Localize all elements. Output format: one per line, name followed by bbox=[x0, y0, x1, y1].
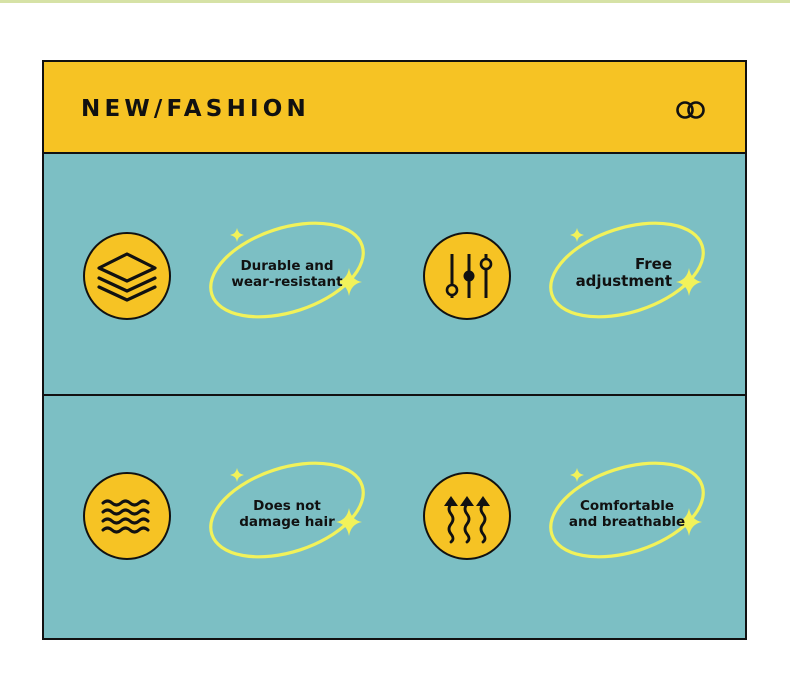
top-strip bbox=[0, 0, 790, 3]
header-title: NEW/FASHION bbox=[81, 96, 310, 122]
sliders-icon-badge bbox=[423, 232, 511, 320]
layers-icon-badge bbox=[83, 232, 171, 320]
glow-ellipse bbox=[549, 461, 705, 559]
sparkle-icon bbox=[570, 228, 584, 242]
label-decoration: Does not damage hair bbox=[202, 460, 372, 570]
rings-icon bbox=[676, 101, 705, 119]
waves-icon-badge bbox=[83, 472, 171, 560]
label-decoration: Durable and wear-resistant bbox=[202, 220, 372, 330]
sparkle-icon bbox=[230, 228, 244, 242]
card-header: NEW/FASHION bbox=[44, 62, 745, 154]
feature-label: Comfortable and breathable bbox=[568, 498, 686, 530]
feature-label: Free adjustment bbox=[575, 255, 672, 290]
breathable-arrows-icon bbox=[444, 496, 490, 544]
feature-label: Durable and wear-resistant bbox=[231, 258, 343, 290]
sparkle-icon bbox=[336, 508, 362, 536]
feature-card: NEW/FASHION Durabl bbox=[42, 60, 747, 640]
feature-hair-safe: Does not damage hair bbox=[44, 396, 394, 638]
label-decoration: Comfortable and breathable bbox=[542, 460, 712, 570]
sparkle-icon bbox=[676, 508, 702, 536]
feature-label: Does not damage hair bbox=[239, 498, 335, 530]
glow-ellipse bbox=[549, 221, 705, 319]
sliders-icon bbox=[445, 254, 493, 298]
label-decoration: Free adjustment bbox=[542, 220, 712, 330]
glow-ellipse bbox=[209, 221, 365, 319]
feature-row-2: Does not damage hair bbox=[44, 396, 745, 638]
feature-breathable: Comfortable and breathable bbox=[384, 396, 734, 638]
layers-icon bbox=[97, 252, 157, 302]
glow-ellipse bbox=[209, 461, 365, 559]
sparkle-icon bbox=[676, 268, 702, 296]
waves-icon bbox=[101, 499, 150, 534]
feature-adjustment: Free adjustment bbox=[384, 154, 734, 394]
sparkle-icon bbox=[570, 468, 584, 482]
feature-durable: Durable and wear-resistant bbox=[44, 154, 394, 394]
sparkle-icon bbox=[336, 268, 362, 296]
feature-row-1: Durable and wear-resistant bbox=[44, 154, 745, 396]
sparkle-icon bbox=[230, 468, 244, 482]
breathable-arrows-icon-badge bbox=[423, 472, 511, 560]
